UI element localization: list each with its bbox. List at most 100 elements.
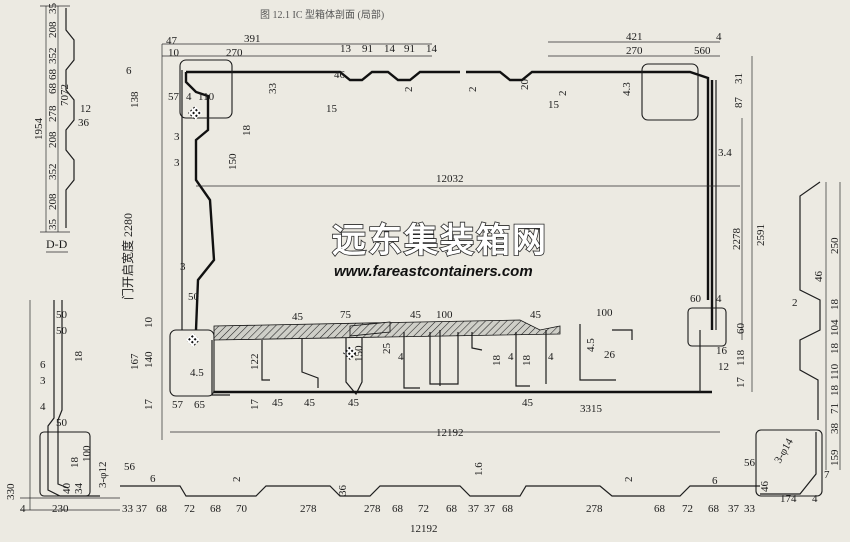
dim-label: 4 xyxy=(20,503,26,515)
dim-label: 12192 xyxy=(436,427,464,439)
dim-label: 46 xyxy=(334,69,346,81)
dim-label: 17 xyxy=(143,399,155,411)
dim-label: 68 xyxy=(502,503,514,515)
dim-label: 270 xyxy=(626,45,643,57)
dim-label: 87 xyxy=(733,97,745,109)
dim-label: 45 xyxy=(530,309,542,321)
strip-dim: 36 xyxy=(78,117,90,129)
dim-label: 68 xyxy=(654,503,666,515)
strip-dim: 352 xyxy=(47,48,59,65)
dim-label: 50 xyxy=(56,325,68,337)
dim-label: 138 xyxy=(129,91,141,108)
dim-label: 65 xyxy=(194,399,206,411)
dim-label: 68 xyxy=(210,503,222,515)
dim-label: 12192 xyxy=(410,523,438,535)
dim-label: 18 xyxy=(829,343,841,355)
dim-label: 45 xyxy=(522,397,534,409)
dim-label: 15 xyxy=(326,103,338,115)
dim-label: 110 xyxy=(829,363,841,380)
strip-dim: 12 xyxy=(80,103,91,115)
dim-label: 6 xyxy=(712,475,718,487)
dim-label: 37 xyxy=(468,503,480,515)
dim-label: 68 xyxy=(156,503,168,515)
dim-label: 68 xyxy=(446,503,458,515)
dim-label: 270 xyxy=(226,47,243,59)
dim-label: 15 xyxy=(548,99,560,111)
strip-dim: 68 xyxy=(47,69,59,81)
dim-label: 100 xyxy=(81,445,93,462)
dim-label: 17 xyxy=(249,399,261,411)
dim-label: 174 xyxy=(780,493,797,505)
dim-label: 2591 xyxy=(755,224,767,246)
dim-label: 71 xyxy=(829,403,841,414)
dim-label: 6 xyxy=(150,473,156,485)
dim-label: 4 xyxy=(548,351,554,363)
dim-label: 72 xyxy=(184,503,195,515)
door-opening-label: 门开启宽度 2280 xyxy=(120,213,135,300)
dim-label: 167 xyxy=(129,353,141,370)
dim-label: 3.4 xyxy=(718,147,732,159)
dim-label: 330 xyxy=(5,483,17,500)
dim-label: 13 xyxy=(340,43,352,55)
dim-label: 50 xyxy=(188,291,200,303)
dim-label: 122 xyxy=(249,354,261,371)
dim-label: 25 xyxy=(381,343,393,355)
dim-label: 72 xyxy=(418,503,429,515)
dim-label: 3-φ14 xyxy=(772,436,796,465)
dim-label: 12 xyxy=(718,361,729,373)
dim-label: 18 xyxy=(521,355,533,367)
strip-dim: 35 xyxy=(47,3,59,15)
strip-dim: 35 xyxy=(47,219,59,231)
dim-label: 278 xyxy=(586,503,603,515)
dim-label: 16 xyxy=(716,345,728,357)
door-sill-detail xyxy=(20,300,120,510)
dim-label: 104 xyxy=(829,319,841,336)
dim-label: 4 xyxy=(40,401,46,413)
left-profile-strip: 35 208 352 68 68 7072 278 208 352 208 35… xyxy=(33,3,91,233)
dim-label: 18 xyxy=(241,125,253,137)
dim-label: 2 xyxy=(557,91,569,97)
dim-label: 4.3 xyxy=(621,82,633,96)
dim-label: 159 xyxy=(829,449,841,466)
dim-label: 4 xyxy=(716,293,722,305)
dim-label: 37 xyxy=(728,503,740,515)
dim-label: 150 xyxy=(353,345,365,362)
dim-label: 18 xyxy=(829,299,841,311)
watermark-cn: 远东集装箱网 xyxy=(332,221,548,261)
dim-label: 4 xyxy=(186,91,192,103)
dim-label: 60 xyxy=(690,293,702,305)
dim-label: 68 xyxy=(392,503,404,515)
dim-label: 278 xyxy=(300,503,317,515)
figure-caption: 图 12.1 IC 型箱体剖面 (局部) xyxy=(260,8,384,21)
dim-label: 150 xyxy=(227,153,239,170)
dim-label: 57 xyxy=(172,399,184,411)
dim-label: 3-φ12 xyxy=(97,461,109,488)
dim-label: 278 xyxy=(364,503,381,515)
dim-label: 68 xyxy=(708,503,720,515)
dim-label: 17 xyxy=(735,377,747,389)
dim-label: 2 xyxy=(231,477,243,483)
dim-label: 57 xyxy=(168,91,180,103)
dim-label: 45 xyxy=(410,309,422,321)
dim-label: 10 xyxy=(168,47,180,59)
dim-label: 4 xyxy=(716,31,722,43)
dim-label: 26 xyxy=(604,349,616,361)
dim-label: 70 xyxy=(236,503,248,515)
dim-label: 2 xyxy=(792,297,798,309)
dim-label: 37 xyxy=(136,503,148,515)
dim-label: 45 xyxy=(304,397,316,409)
dim-label: 60 xyxy=(735,323,747,335)
dim-label: 91 xyxy=(362,43,373,55)
strip-dim: 278 xyxy=(47,105,59,122)
top-dimension-lines xyxy=(162,42,752,440)
dim-label: 31 xyxy=(733,73,745,84)
dim-label: 2 xyxy=(467,87,479,93)
dim-label: 47 xyxy=(166,35,178,47)
dim-label: 38 xyxy=(829,423,841,435)
dim-label: 391 xyxy=(244,33,261,45)
dim-label: 6 xyxy=(126,65,132,77)
dim-label: 12032 xyxy=(436,173,464,185)
dim-label: 100 xyxy=(436,309,453,321)
right-side-profile xyxy=(800,182,840,470)
bottom-profile xyxy=(120,486,760,496)
